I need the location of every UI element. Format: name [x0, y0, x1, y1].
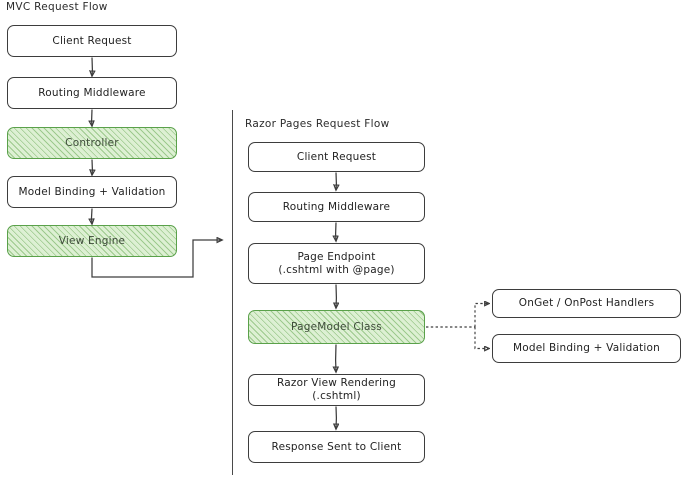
connector-pagemodel-to-handlers	[474, 304, 489, 327]
razor-section-title: Razor Pages Request Flow	[245, 118, 390, 130]
connector-pagemodel-to-modelbinding	[474, 327, 489, 349]
section-divider	[232, 110, 234, 475]
mvc-section-title: MVC Request Flow	[6, 1, 108, 13]
node-mvc-client-request[interactable]: Client Request	[7, 25, 177, 57]
arrow-mvc-viewengine-to-divider	[91, 240, 222, 278]
arrow-mvc-modelbinding-to-viewengine	[92, 208, 93, 225]
node-rp-routing-middleware[interactable]: Routing Middleware	[248, 192, 425, 222]
